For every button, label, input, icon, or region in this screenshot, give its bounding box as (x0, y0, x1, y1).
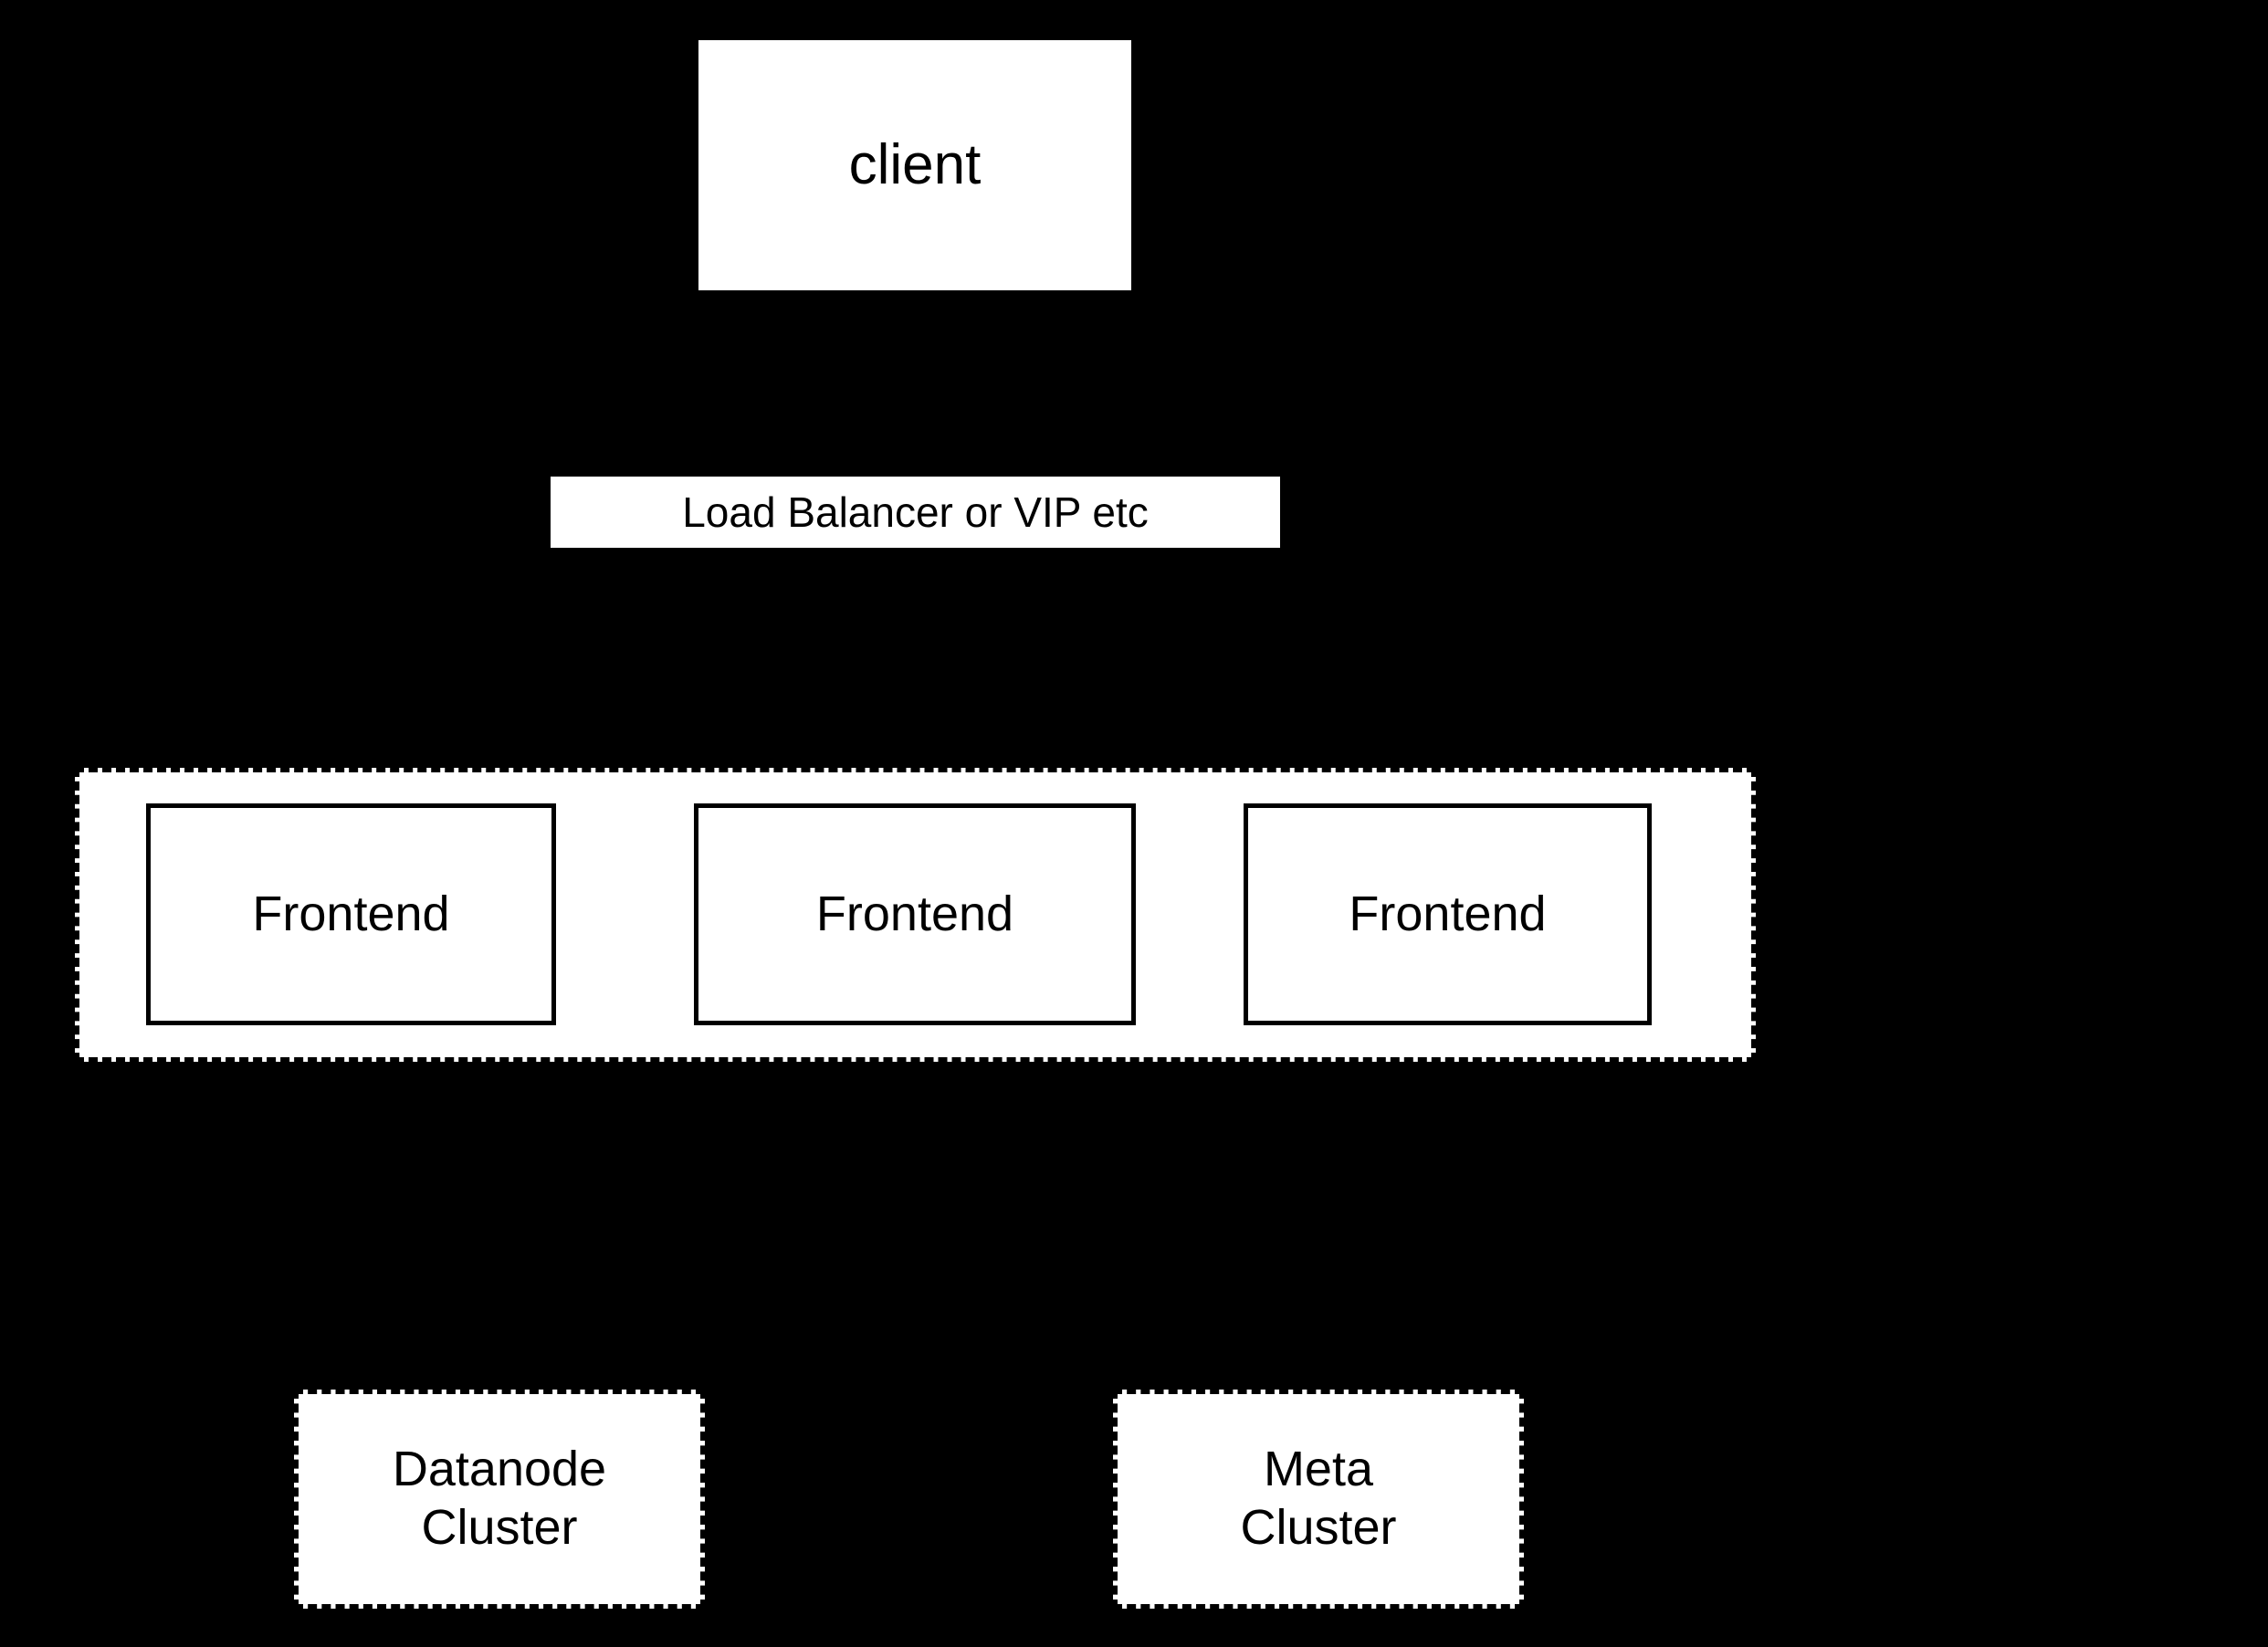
node-load-balancer-label: Load Balancer or VIP etc (682, 488, 1149, 536)
node-client-label: client (848, 133, 982, 197)
node-frontend-3-label: Frontend (1349, 886, 1547, 941)
node-frontend-1[interactable]: Frontend (146, 803, 556, 1025)
node-meta-cluster-label: Meta Cluster (1240, 1442, 1397, 1555)
node-frontend-2-label: Frontend (815, 886, 1014, 941)
node-datanode-cluster-label: Datanode Cluster (392, 1442, 607, 1555)
node-meta-cluster[interactable]: Meta Cluster (1113, 1390, 1524, 1609)
node-frontend-2[interactable]: Frontend (694, 803, 1136, 1025)
node-datanode-cluster[interactable]: Datanode Cluster (294, 1390, 705, 1609)
node-client[interactable]: client (698, 40, 1131, 290)
node-frontend-3[interactable]: Frontend (1244, 803, 1652, 1025)
node-load-balancer[interactable]: Load Balancer or VIP etc (551, 477, 1280, 548)
node-frontend-1-label: Frontend (252, 886, 450, 941)
